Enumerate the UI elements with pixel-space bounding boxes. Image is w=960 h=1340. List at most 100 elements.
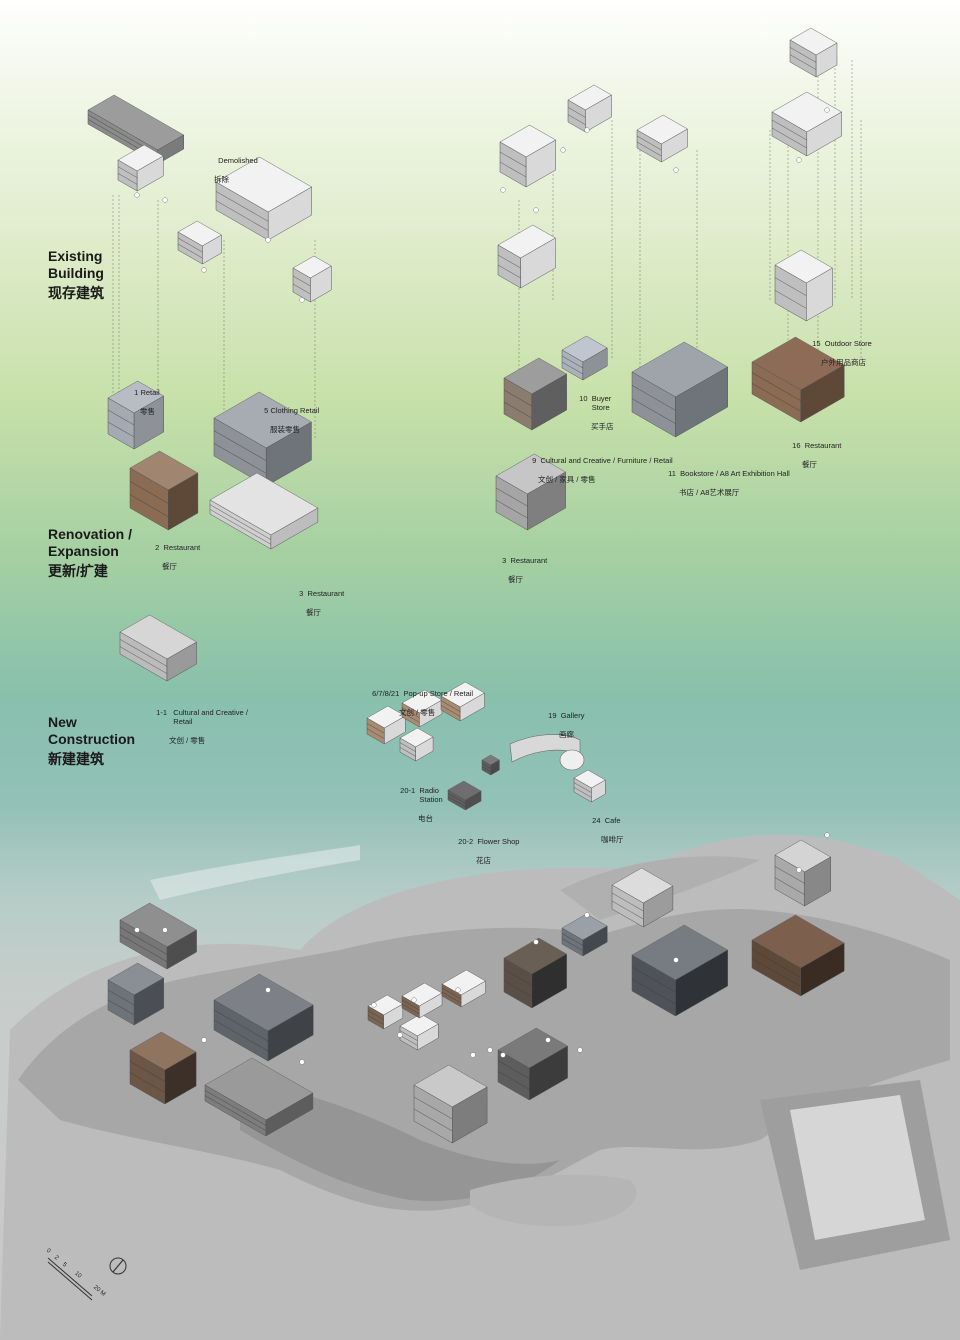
building-window-band bbox=[499, 151, 527, 168]
building-window-band bbox=[495, 499, 528, 519]
building-window-band bbox=[636, 141, 662, 157]
building-window-band bbox=[401, 707, 420, 718]
building-renovated-9 bbox=[503, 357, 568, 431]
building-window-band bbox=[751, 949, 801, 978]
building-window-band bbox=[413, 1096, 453, 1120]
label-num: 3 bbox=[502, 555, 507, 565]
scale-bar bbox=[47, 1257, 127, 1301]
label-en: Flower Shop bbox=[477, 836, 520, 846]
building-window-band bbox=[401, 999, 420, 1011]
connector-dot bbox=[134, 927, 140, 933]
connector-dot bbox=[577, 1047, 583, 1053]
label-popup-store: 6/7/8/21 Pop-up Store / Retail 文创 / 零售 bbox=[368, 679, 473, 727]
label-radio-station-20-1: 20-1 Radio Station 电台 bbox=[396, 776, 443, 833]
site-building-11 bbox=[631, 924, 729, 1017]
building-window-band bbox=[367, 1010, 384, 1020]
connector-dot bbox=[265, 987, 271, 993]
label-num: 5 bbox=[264, 405, 269, 415]
label-en: Bookstore / A8 Art Exhibition Hall bbox=[680, 468, 790, 478]
building-new-popup-d bbox=[399, 727, 434, 762]
connector-dot bbox=[500, 1052, 506, 1058]
label-num: 6/7/8/21 bbox=[372, 688, 400, 698]
connector-dot bbox=[162, 197, 168, 203]
building-existing-small bbox=[177, 220, 223, 265]
building-window-band bbox=[611, 892, 644, 912]
building-window-band bbox=[117, 173, 138, 185]
building-window-band bbox=[177, 243, 203, 259]
building-window-band bbox=[636, 135, 662, 151]
building-window-band bbox=[631, 966, 676, 993]
site-building-15 bbox=[774, 839, 832, 907]
building-window-band bbox=[497, 1060, 530, 1079]
label-clothing-retail-5: 5 Clothing Retail 服装零售 bbox=[260, 396, 319, 444]
label-cn: 电台 bbox=[418, 814, 433, 823]
building-new-gallery-pavilion bbox=[559, 749, 585, 771]
connector-dot bbox=[673, 957, 679, 963]
label-demolished: Demolished 拆除 bbox=[214, 146, 258, 194]
connector-dot bbox=[201, 1037, 207, 1043]
building-existing-11-top bbox=[636, 114, 688, 163]
label-cultural-furniture-9: 9 Cultural and Creative / Furniture / Re… bbox=[528, 446, 673, 494]
building-window-band bbox=[129, 494, 169, 517]
connector-dot bbox=[584, 912, 590, 918]
label-cn: 餐厅 bbox=[306, 607, 321, 617]
building-window-band bbox=[440, 705, 461, 717]
building-renovated-3-right bbox=[495, 453, 567, 531]
label-cn: 咖啡厅 bbox=[601, 834, 624, 844]
label-num: 1-1 bbox=[156, 707, 168, 717]
connector-dot bbox=[545, 1037, 551, 1043]
category-renovation-en: Renovation / Expansion bbox=[48, 526, 133, 559]
building-window-band bbox=[107, 999, 135, 1016]
building-window-band bbox=[213, 443, 267, 474]
category-renovation-expansion: Renovation / Expansion 更新/扩建 bbox=[48, 526, 132, 580]
building-window-band bbox=[497, 1071, 530, 1090]
building-window-band bbox=[213, 1019, 269, 1052]
building-window-band bbox=[751, 372, 801, 401]
building-window-band bbox=[751, 383, 801, 412]
building-renovated-3 bbox=[209, 472, 319, 550]
building-window-band bbox=[561, 933, 584, 946]
building-existing-3 bbox=[292, 255, 332, 303]
building-window-band bbox=[209, 509, 272, 545]
label-num: 9 bbox=[532, 455, 537, 465]
label-demolished-cn: 拆除 bbox=[214, 174, 229, 184]
building-window-band bbox=[399, 747, 416, 757]
connector-dot bbox=[201, 267, 207, 273]
label-restaurant-3-right: 3 Restaurant 餐厅 bbox=[498, 546, 547, 594]
building-window-band bbox=[561, 938, 584, 951]
connector-dot bbox=[560, 147, 566, 153]
building-window-band bbox=[401, 1003, 420, 1015]
building-window-band bbox=[107, 409, 135, 426]
building-existing-16 bbox=[774, 249, 833, 322]
building-renovated-2 bbox=[129, 450, 199, 531]
building-window-band bbox=[503, 389, 532, 407]
building-window-band bbox=[481, 766, 491, 772]
label-cafe-24: 24 Cafe 咖啡厅 bbox=[588, 806, 624, 854]
building-window-band bbox=[771, 127, 807, 149]
building-window-band bbox=[177, 237, 203, 253]
connector-dot bbox=[487, 1047, 493, 1053]
building-window-band bbox=[119, 927, 168, 955]
label-cn: 买手店 bbox=[591, 422, 614, 431]
connector-dot bbox=[533, 207, 539, 213]
label-cultural-retail-1-1: 1-1 Cultural and Creative / Retail 文创 / … bbox=[152, 698, 248, 755]
site-building-flower-shop bbox=[413, 1064, 488, 1144]
label-demolished-en: Demolished bbox=[218, 155, 258, 165]
building-window-band bbox=[499, 161, 527, 178]
building-window-band bbox=[440, 700, 461, 712]
connector-dot bbox=[470, 1052, 476, 1058]
site-building-1-1 bbox=[119, 902, 198, 970]
building-existing-3-right bbox=[497, 224, 556, 289]
building-window-band bbox=[119, 639, 168, 667]
building-new-cafe bbox=[573, 769, 606, 803]
building-new-popup-a bbox=[366, 705, 406, 745]
connector-dot bbox=[796, 157, 802, 163]
label-en: Cultural and Creative / Furniture / Reta… bbox=[540, 455, 673, 465]
label-outdoor-store-15: 15 Outdoor Store 户外用品商店 bbox=[808, 329, 872, 377]
building-renovated-16 bbox=[751, 336, 845, 423]
building-window-band bbox=[213, 430, 267, 461]
label-en: Cultural and Creative / Retail bbox=[173, 707, 248, 727]
building-window-band bbox=[631, 385, 676, 411]
building-window-band bbox=[774, 290, 807, 309]
